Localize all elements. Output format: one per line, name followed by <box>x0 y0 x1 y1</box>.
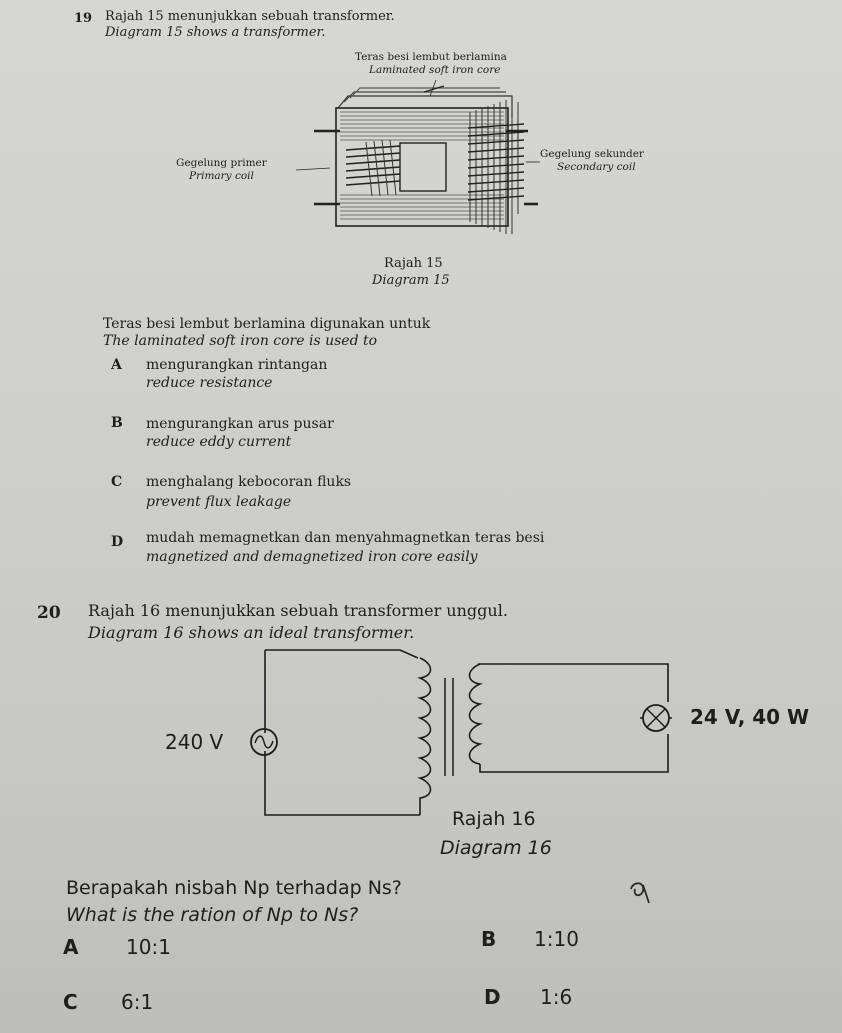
q19-option-b-english[interactable]: reduce eddy current <box>146 434 292 450</box>
q20-option-b-value[interactable]: 1:10 <box>534 927 579 951</box>
secondary-coil-label-english: Secondary coil <box>557 161 636 173</box>
core-label-malay: Teras besi lembut berlamina <box>355 51 507 63</box>
q19-option-a-malay[interactable]: mengurangkan rintangan <box>146 357 328 373</box>
q19-number: 19 <box>74 11 93 26</box>
q20-intro-english: Diagram 16 shows an ideal transformer. <box>88 623 415 642</box>
diagram16-caption-english: Diagram 16 <box>440 837 552 859</box>
q20-option-a-value[interactable]: 10:1 <box>126 935 171 959</box>
q20-number: 20 <box>37 603 61 623</box>
q20-option-c-letter[interactable]: C <box>63 990 78 1014</box>
q19-option-a-english[interactable]: reduce resistance <box>146 375 273 391</box>
primary-coil-label-malay: Gegelung primer <box>176 157 267 169</box>
q19-option-d-english[interactable]: magnetized and demagnetized iron core ea… <box>146 549 478 565</box>
q19-option-b-letter[interactable]: B <box>111 415 123 431</box>
handwritten-mark <box>630 882 650 904</box>
q19-intro-english: Diagram 15 shows a transformer. <box>105 25 326 40</box>
diagram15-caption-english: Diagram 15 <box>372 273 450 288</box>
q20-option-c-value[interactable]: 6:1 <box>121 990 154 1014</box>
ac-source-symbol <box>250 728 278 756</box>
q19-option-d-letter[interactable]: D <box>111 534 124 550</box>
diagram15-caption-malay: Rajah 15 <box>384 256 443 271</box>
q20-question-malay: Berapakah nisbah Np terhadap Ns? <box>66 877 402 899</box>
diagram16-caption-malay: Rajah 16 <box>452 808 536 830</box>
transformer-diagram <box>295 79 540 234</box>
q20-option-d-value[interactable]: 1:6 <box>540 985 573 1009</box>
q19-option-c-letter[interactable]: C <box>111 474 123 490</box>
q19-option-d-malay[interactable]: mudah memagnetkan dan menyahmagnetkan te… <box>146 530 545 546</box>
q20-option-b-letter[interactable]: B <box>481 927 497 951</box>
q19-option-b-malay[interactable]: mengurangkan arus pusar <box>146 416 334 432</box>
core-label-english: Laminated soft iron core <box>369 64 501 76</box>
q20-option-a-letter[interactable]: A <box>63 935 79 959</box>
q20-intro-malay: Rajah 16 menunjukkan sebuah transformer … <box>88 601 508 620</box>
q19-option-c-english[interactable]: prevent flux leakage <box>146 494 292 510</box>
input-voltage-label: 240 V <box>165 730 224 754</box>
q19-stem-malay: Teras besi lembut berlamina digunakan un… <box>103 316 431 332</box>
secondary-coil-label-malay: Gegelung sekunder <box>540 148 644 160</box>
q20-option-d-letter[interactable]: D <box>484 985 501 1009</box>
primary-coil-label-english: Primary coil <box>189 170 254 182</box>
ideal-transformer-circuit <box>250 649 672 816</box>
q20-question-english: What is the ration of Np to Ns? <box>66 904 359 926</box>
q19-option-a-letter[interactable]: A <box>111 357 122 373</box>
q19-stem-english: The laminated soft iron core is used to <box>103 333 378 349</box>
q19-intro-malay: Rajah 15 menunjukkan sebuah transformer. <box>105 9 395 24</box>
q19-option-c-malay[interactable]: menghalang kebocoran fluks <box>146 474 352 490</box>
lamp-rating-label: 24 V, 40 W <box>690 705 810 729</box>
